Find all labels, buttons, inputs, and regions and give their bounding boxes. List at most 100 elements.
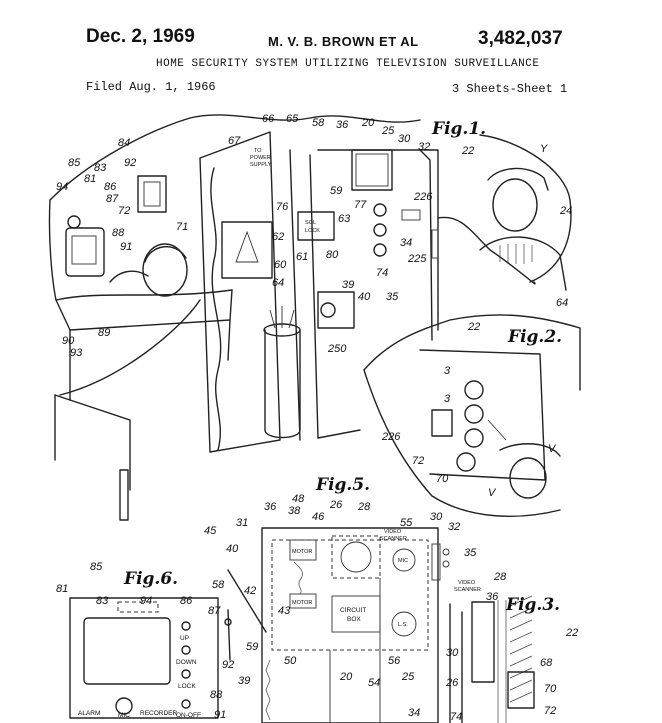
woman-arm [109, 270, 149, 283]
fig2-door-panel [419, 349, 546, 481]
fig6-mic-label: MIC [118, 712, 130, 719]
fig6-alarm-label: ALARM [78, 710, 100, 717]
ref-64-fig2: 64 [556, 297, 568, 309]
door-jamb [289, 149, 319, 441]
ref-81-fig6: 81 [56, 583, 68, 595]
ref-87-fig6: 87 [208, 605, 221, 617]
fig5-loudspeaker [391, 611, 417, 637]
fig5-motor-top [289, 539, 317, 561]
lock-label: LOCK [305, 228, 320, 234]
wall-picture [137, 175, 167, 213]
ref-38: 38 [288, 505, 301, 517]
ref-3a: 3 [444, 365, 451, 377]
fig5-wall-hatch [265, 659, 271, 721]
fig5-handle-58 [227, 569, 267, 633]
fig5-mic [392, 548, 416, 572]
fig6-up-label: UP [180, 635, 189, 642]
fig6-antenna [227, 609, 231, 661]
ref-V-a: V [548, 443, 557, 455]
fig5-scanner-box [331, 535, 381, 579]
sol-label: SOL [305, 220, 316, 226]
ref-26-fig3: 26 [445, 677, 459, 689]
door-frame-left [199, 131, 281, 453]
ref-226: 226 [413, 191, 433, 203]
fig5-scanner-label: SCANNER [380, 536, 407, 542]
visitor-outline [479, 134, 572, 283]
ref-36-fig3: 36 [486, 591, 499, 603]
fig6-down-label: DOWN [176, 659, 197, 666]
fig6-speaker-grille [117, 601, 159, 613]
ref-64: 64 [272, 277, 284, 289]
ref-V-b: V [488, 487, 497, 499]
fig3-hatching [509, 595, 533, 703]
ref-36: 36 [336, 119, 349, 131]
bed-frame [55, 289, 233, 331]
camera-housing-inner [355, 153, 389, 187]
fig6-up-button [181, 621, 191, 631]
fig6-down-button [181, 645, 191, 655]
fig2-visitor-head [509, 457, 547, 499]
ref-94: 94 [56, 181, 68, 193]
fig5-circuit-label: CIRCUIT [340, 607, 366, 614]
fig5-screw-2 [442, 560, 450, 568]
tree-shape [235, 230, 259, 263]
ref-72-fig2: 72 [412, 455, 424, 467]
ref-89: 89 [98, 327, 110, 339]
fig5-screw-1 [442, 548, 450, 556]
fig5-mic-label: MIC [398, 558, 408, 564]
ref-68: 68 [540, 657, 553, 669]
bed-footboard [54, 394, 131, 491]
ref-31: 31 [236, 517, 248, 529]
fig2-drawing: Fig.2. [363, 314, 581, 517]
ref-76: 76 [276, 201, 289, 213]
fig2-keypad [431, 409, 453, 437]
ref-59-fig6: 59 [246, 641, 258, 653]
ref-22-fig3: 22 [565, 627, 578, 639]
fig5-video-label: VIDEO [384, 529, 402, 535]
ref-50: 50 [284, 655, 297, 667]
ref-34-fig3: 34 [408, 707, 420, 719]
umbrella-stand [264, 329, 301, 439]
ref-22: 22 [461, 145, 474, 157]
fig2-arrow [487, 419, 507, 441]
fig6-lock-button [181, 669, 191, 679]
ref-93: 93 [70, 347, 83, 359]
ref-67: 67 [228, 135, 241, 147]
ref-80: 80 [326, 249, 339, 261]
ref-30-fig5: 30 [430, 511, 443, 523]
fig5-motor-bottom-label: MOTOR [292, 600, 312, 606]
inventor-name: M. V. B. BROWN ET AL [268, 34, 419, 49]
visitor-cap [487, 167, 549, 191]
room-left-edge [48, 199, 57, 301]
ref-92: 92 [124, 157, 136, 169]
ref-32-fig5: 32 [448, 521, 460, 533]
bedside-monitor [65, 227, 105, 277]
ref-72-fig3: 72 [544, 705, 556, 717]
ref-32: 32 [418, 141, 430, 153]
fig6-drawing: UP DOWN LOCK ON-OFF ALARM MIC RECORDER F… [69, 569, 232, 719]
fig5-motor-bottom [289, 593, 317, 609]
fig2-button-4 [456, 452, 476, 472]
visitor-shirt-stripes [499, 244, 533, 264]
ref-88-fig6: 88 [210, 689, 223, 701]
room-wall-outline [49, 114, 421, 201]
door-button-3 [373, 243, 387, 257]
sheet-count: 3 Sheets-Sheet 1 [452, 82, 568, 96]
ref-20-fig5: 20 [339, 671, 353, 683]
ref-28: 28 [357, 501, 371, 513]
ref-59: 59 [330, 185, 342, 197]
power-label: POWER [250, 155, 271, 161]
ref-71: 71 [176, 221, 188, 233]
fig5-scanner-lens [340, 541, 372, 573]
ref-86-fig6: 86 [180, 595, 193, 607]
fig5-drawing: MOTOR MOTOR MIC CIRCUIT BOX L.S. VIDEO S… [227, 475, 450, 723]
fig6-recorder-label: RECORDER [140, 710, 178, 717]
fig3-scanner-body [471, 601, 495, 683]
ref-28-fig3: 28 [493, 571, 507, 583]
ref-42: 42 [244, 585, 256, 597]
fig6-label: Fig.6. [123, 569, 178, 589]
ref-225: 225 [407, 253, 427, 265]
ref-56: 56 [388, 655, 401, 667]
fig1-drawing: SOL LOCK TO POWER SUPPLY Fig.1. [48, 114, 572, 521]
umbrellas [269, 306, 295, 329]
